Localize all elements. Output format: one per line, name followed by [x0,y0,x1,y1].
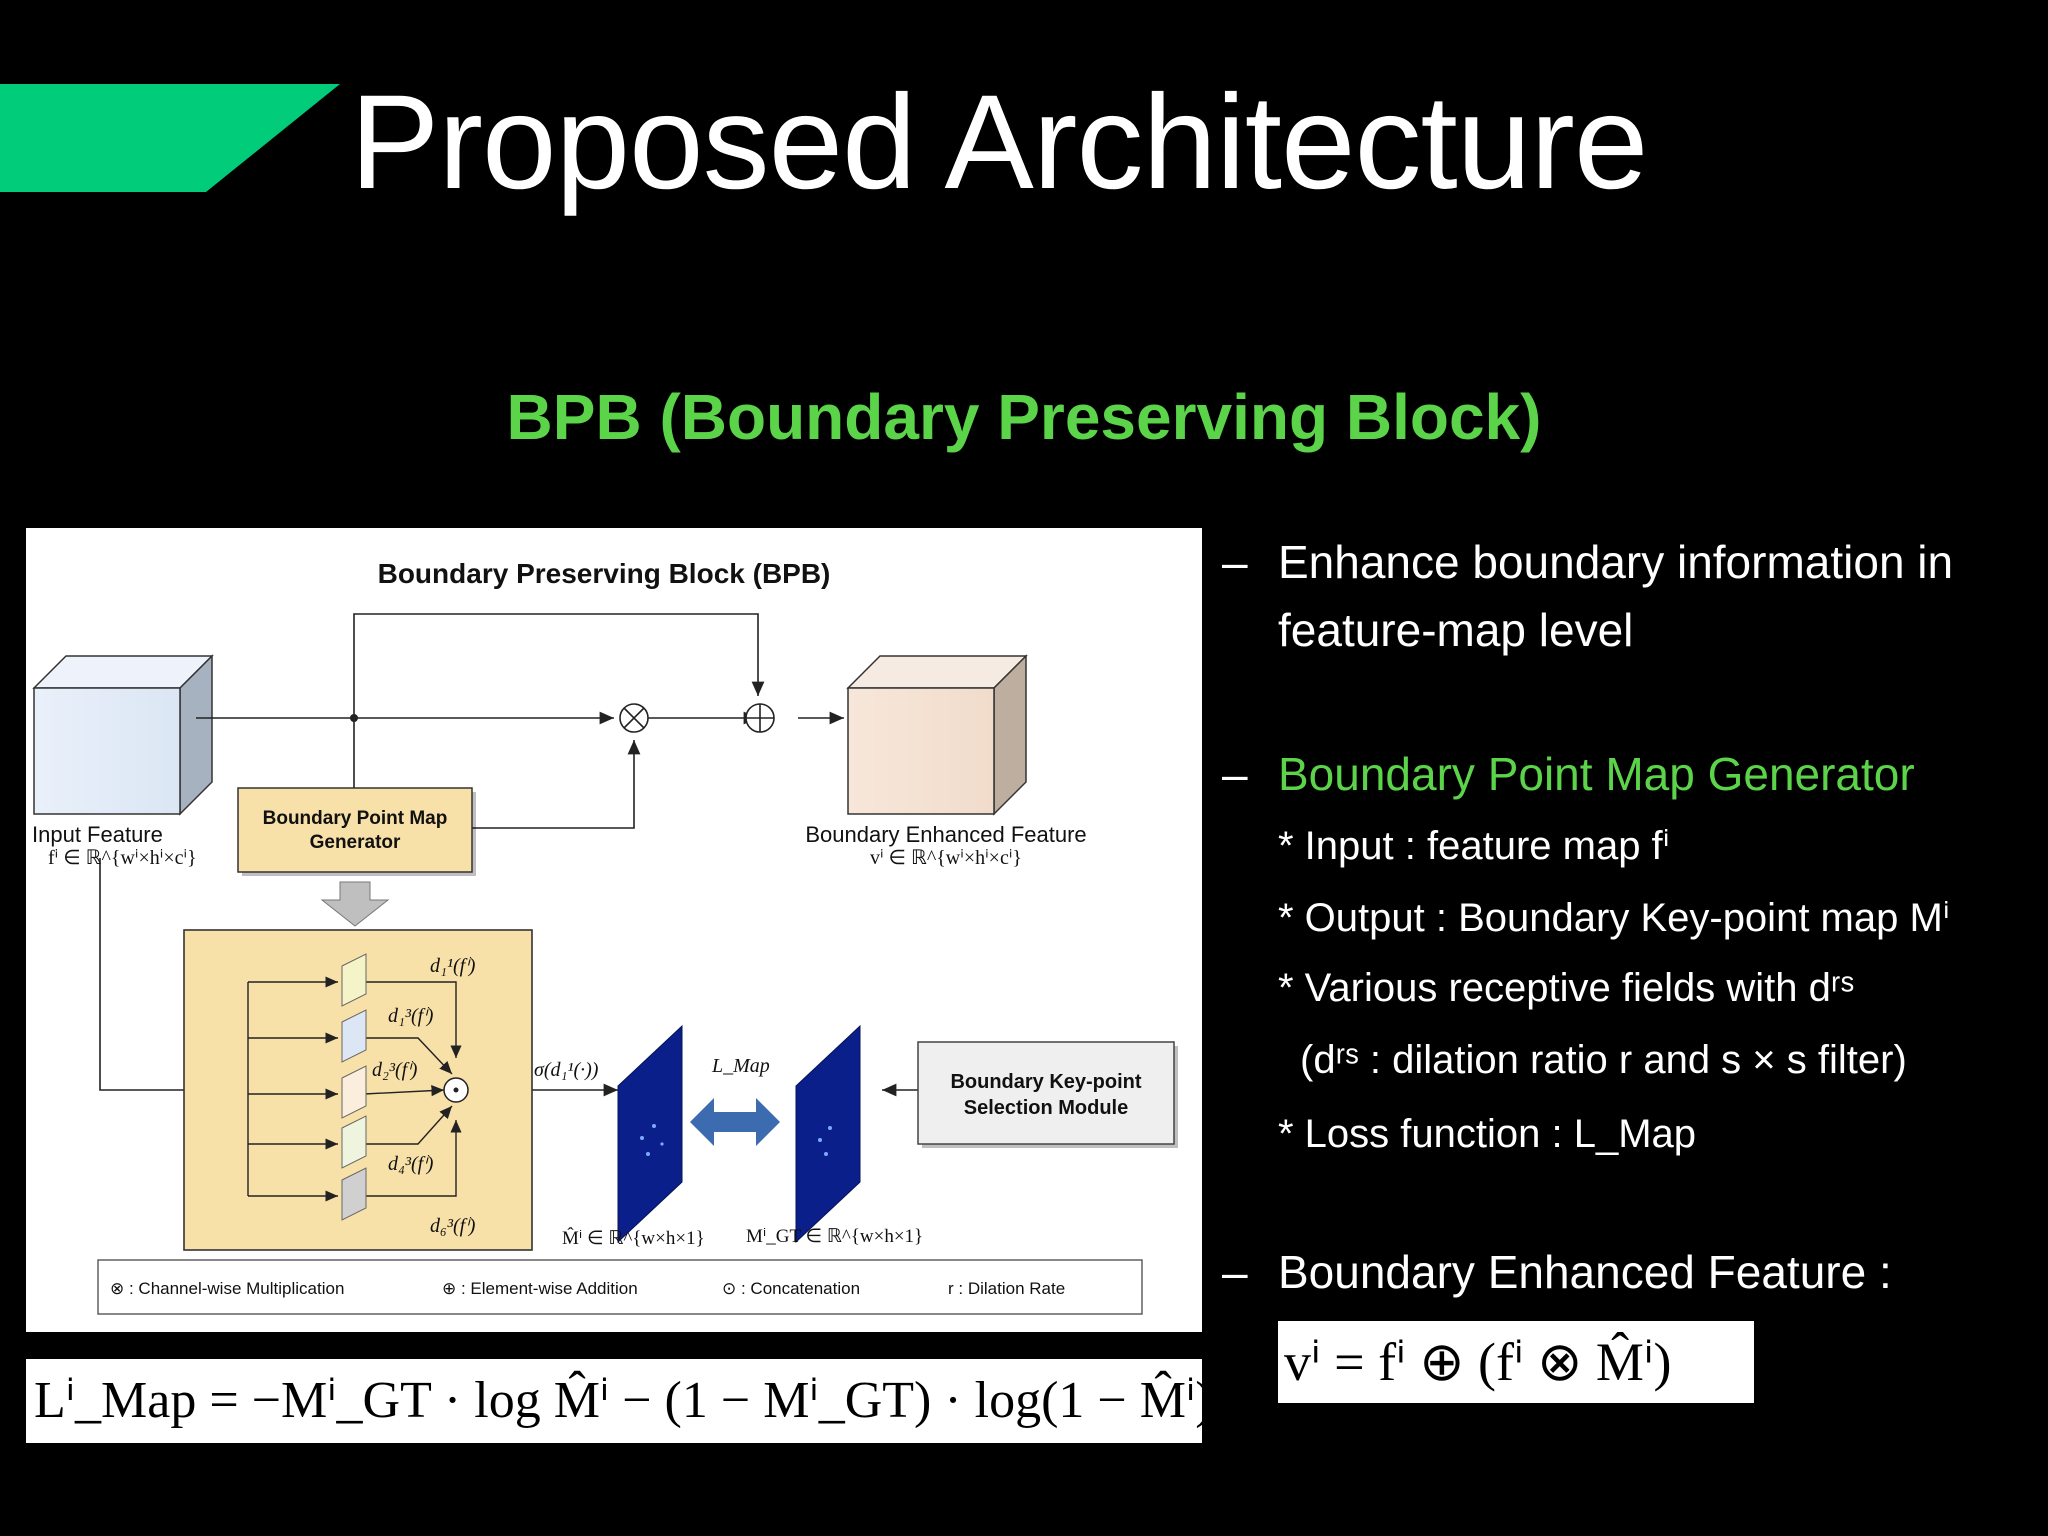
lmap-label: L_Map [711,1055,770,1077]
input-feature-label: Input Feature [32,822,163,847]
output-feature-formula: vⁱ ∈ ℝ^{wⁱ×hⁱ×cⁱ} [870,847,1022,869]
generator-label-line1: Boundary Point Map [263,808,448,829]
accent-banner [0,84,340,192]
sigma-label: σ(d₁¹(·)) [534,1059,599,1081]
diagram-title: Boundary Preserving Block (BPB) [378,558,831,589]
d3-label: d₂³(fⁱ) [372,1059,418,1081]
bullet-1-line1: Enhance boundary information in [1278,536,1954,588]
legend-concat: ⊙ : Concatenation [722,1279,860,1298]
predicted-map [617,1024,683,1244]
expand-arrow [320,881,390,927]
branch-lines [247,976,462,1202]
bullet-dash-2: – [1222,748,1248,800]
d4-label: d₄³(fⁱ) [388,1153,434,1175]
bullet-2-title: Boundary Point Map Generator [1278,748,1915,800]
bpb-diagram: Boundary Preserving Block (BPB) Input Fe… [26,528,1202,1332]
output-feature-label: Boundary Enhanced Feature [805,822,1086,847]
generator-label-line2: Generator [310,832,401,853]
selection-module-box [917,1041,1175,1145]
loss-equation: Lⁱ_Map = −Mⁱ_GT · log M̂ⁱ − (1 − Mⁱ_GT) … [26,1359,1202,1443]
output-feature-cube [846,654,1028,816]
bullet-2-dilation: (dʳˢ : dilation ratio r and s × s filter… [1300,1038,1907,1082]
feature-slices [341,953,367,1221]
generator-box [237,787,473,873]
add-operator [745,703,775,733]
legend-add: ⊕ : Element-wise Addition [442,1279,638,1298]
input-feature-cube [32,654,214,816]
d1-label: d₁¹(fⁱ) [430,955,476,977]
bullet-dash-3: – [1222,1246,1248,1298]
legend-multiply: ⊗ : Channel-wise Multiplication [110,1279,344,1298]
selection-label-line1: Boundary Key-point [950,1071,1141,1093]
mgt-label: Mⁱ_GT ∈ ℝ^{w×h×1} [746,1226,923,1247]
bullet-2-output: * Output : Boundary Key-point map Mⁱ [1278,896,1950,940]
d5-label: d₆³(fⁱ) [430,1215,476,1237]
bullet-1-line2: feature-map level [1278,604,1634,656]
slide-title: Proposed Architecture [350,68,1648,217]
legend-dilation: r : Dilation Rate [948,1279,1065,1298]
ground-truth-map [795,1024,861,1244]
legend-box [97,1259,1143,1315]
d2-label: d₁³(fⁱ) [388,1005,434,1027]
bullet-2-loss: * Loss function : L_Map [1278,1112,1697,1156]
multiply-operator [619,703,649,733]
bullet-dash-1: – [1222,536,1248,588]
bullet-2-fields: * Various receptive fields with dʳˢ [1278,966,1855,1010]
mhat-label: M̂ⁱ ∈ ℝ^{w×h×1} [562,1227,705,1249]
concat-operator [443,1077,469,1103]
loss-double-arrow [690,1098,780,1146]
bullet-3-title: Boundary Enhanced Feature : [1278,1246,1892,1298]
enhanced-feature-equation: vⁱ = fⁱ ⊕ (fⁱ ⊗ M̂ⁱ) [1278,1321,1754,1403]
input-feature-formula: fⁱ ∈ ℝ^{wⁱ×hⁱ×cⁱ} [48,847,197,869]
bullet-2-input: * Input : feature map fⁱ [1278,824,1670,868]
slide-subtitle: BPB (Boundary Preserving Block) [506,381,1542,453]
selection-label-line2: Selection Module [964,1097,1128,1119]
